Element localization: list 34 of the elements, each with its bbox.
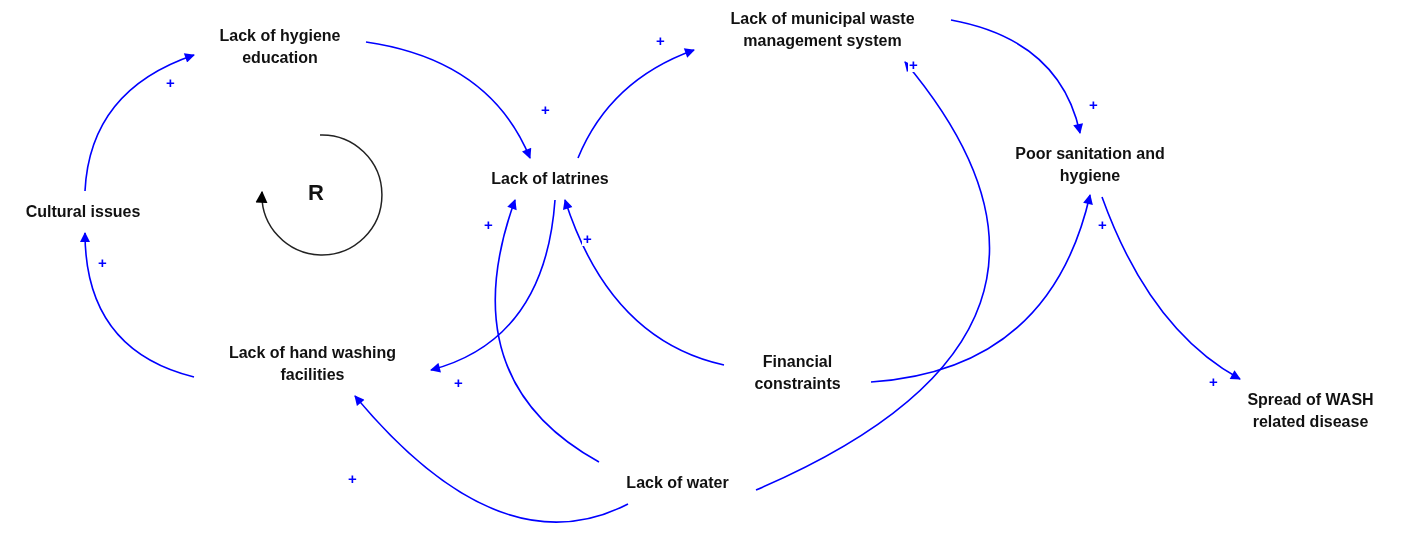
loop-label: R [308, 180, 324, 206]
arrow [755, 61, 990, 491]
variable-label: Financial constraints [753, 352, 842, 394]
arrow [494, 199, 600, 463]
arrow [80, 232, 195, 378]
polarity-sign: + [453, 376, 464, 390]
variable-label: Lack of hand washing facilities [227, 343, 398, 385]
polarity-sign: + [540, 103, 551, 117]
variable-label: Cultural issues [24, 202, 142, 222]
polarity-sign: + [1097, 218, 1108, 232]
variable-label: Poor sanitation and hygiene [1014, 144, 1166, 186]
variable-label: Lack of municipal waste management system [729, 9, 916, 51]
variable-label: Lack of latrines [490, 169, 610, 189]
arrow [577, 48, 695, 159]
polarity-sign: + [655, 34, 666, 48]
polarity-sign: + [97, 256, 108, 270]
arrow [354, 395, 629, 523]
polarity-sign: + [582, 232, 593, 246]
arrow [365, 41, 531, 159]
polarity-sign: + [1088, 98, 1099, 112]
arrow [84, 53, 195, 192]
variable-label: Lack of water [625, 473, 730, 493]
arrow [430, 199, 556, 373]
arrow [870, 194, 1093, 383]
polarity-sign: + [347, 472, 358, 486]
polarity-sign: + [483, 218, 494, 232]
arrow [950, 19, 1083, 134]
polarity-sign: + [908, 58, 919, 72]
arrow [1101, 196, 1241, 380]
variable-label: Lack of hygiene education [218, 26, 342, 68]
polarity-sign: + [1208, 375, 1219, 389]
arrow [563, 199, 725, 366]
variable-label: Spread of WASH related disease [1246, 390, 1375, 432]
polarity-sign: + [165, 76, 176, 90]
